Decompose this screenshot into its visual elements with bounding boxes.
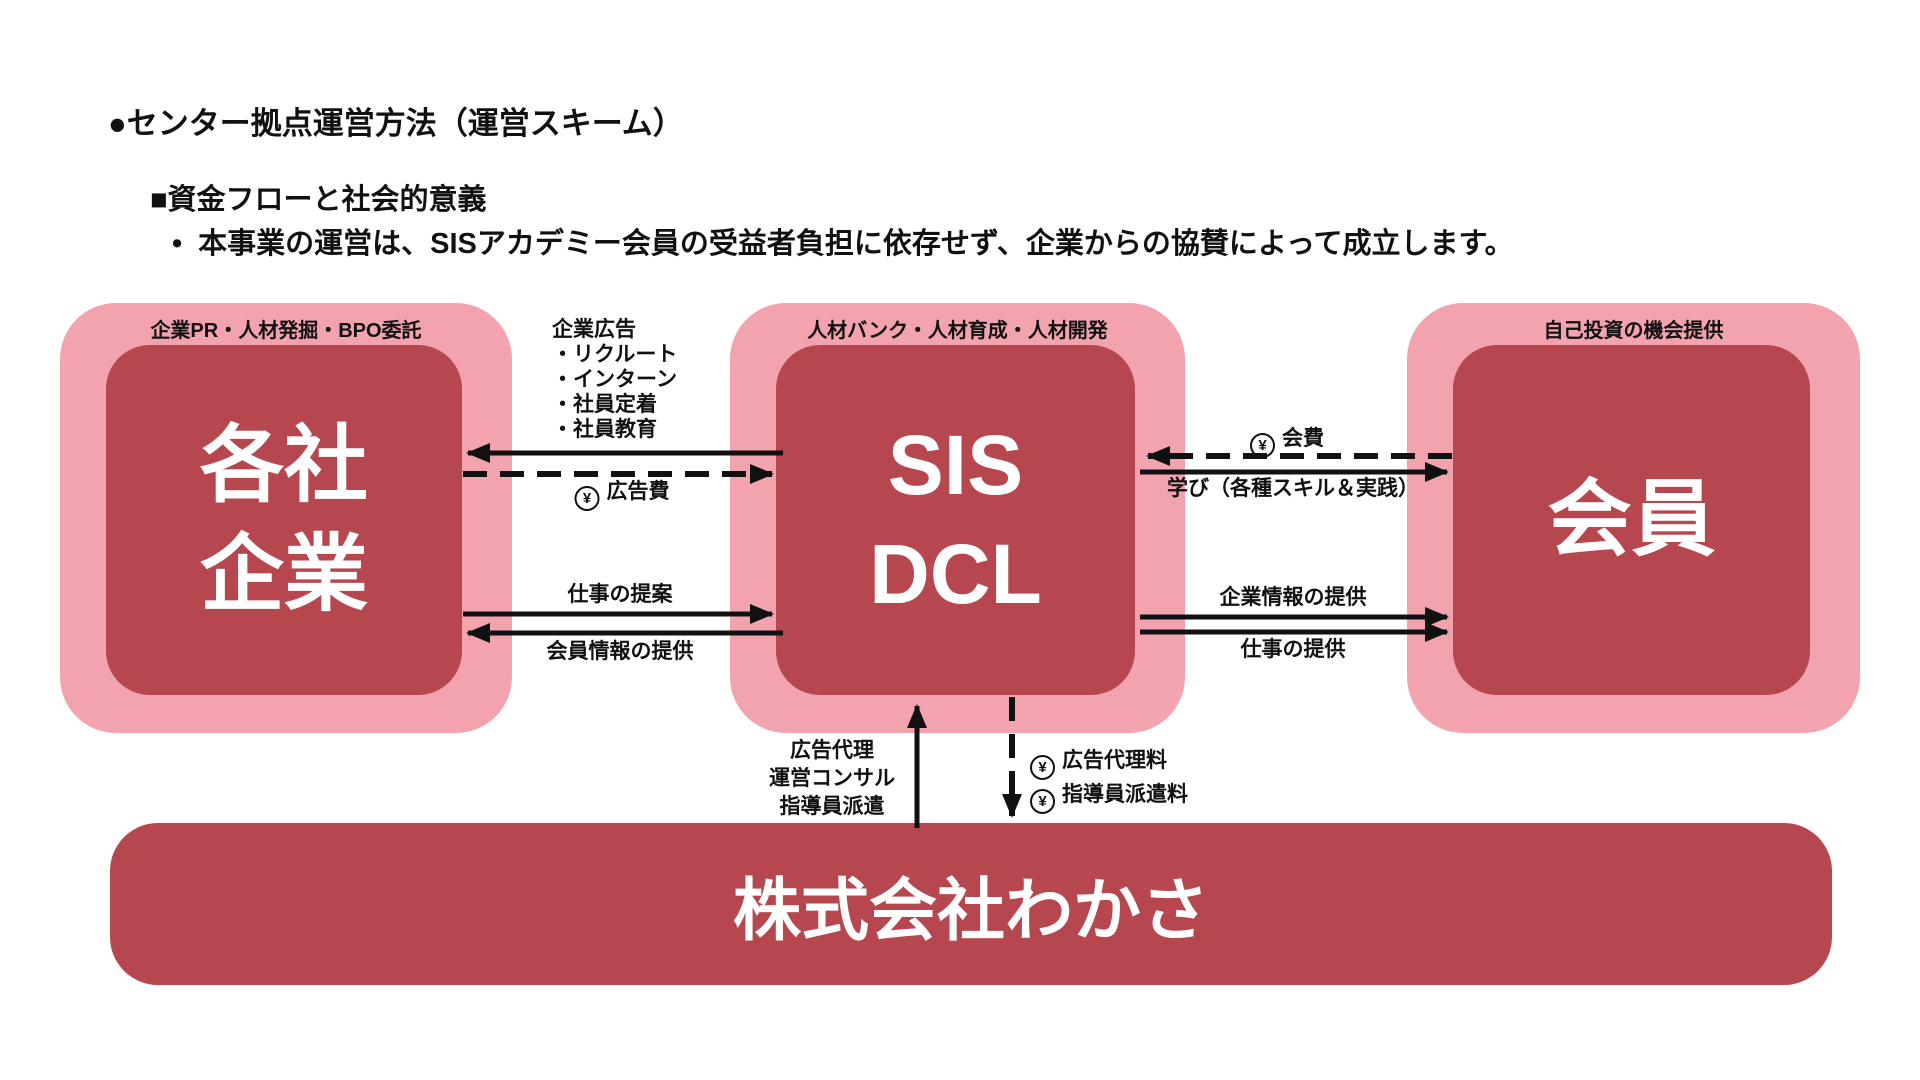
- agency-fee-1-text: 広告代理料: [1062, 749, 1167, 772]
- members-box: 自己投資の機会提供 会員: [1407, 303, 1860, 733]
- sis-title-line1: SIS: [887, 417, 1024, 512]
- membership-fee-label: ¥ 会費: [1250, 426, 1324, 458]
- bullet-icon: •: [172, 228, 183, 260]
- members-box-tag: 自己投資の機会提供: [1543, 320, 1724, 342]
- agency-fee-2: ¥ 指導員派遣料: [1030, 780, 1188, 814]
- corporate-ad-label-block: 企業広告 ・リクルート ・インターン ・社員定着 ・社員教育: [552, 317, 677, 442]
- yen-circle-icon: ¥: [1250, 433, 1275, 458]
- companies-box: 企業PR・人材発掘・BPO委託 各社 企業: [60, 303, 512, 733]
- company-info-label: 企業情報の提供: [1219, 586, 1367, 609]
- companies-box-core: 各社 企業: [106, 345, 462, 695]
- bullet-line: • 本事業の運営は、SISアカデミー会員の受益者負担に依存せず、企業からの協賛によ…: [172, 220, 1514, 262]
- page-title: ●センター拠点運営方法（運営スキーム）: [108, 106, 684, 141]
- yen-circle-icon: ¥: [574, 486, 600, 511]
- corporate-ad-item-4: ・社員教育: [552, 418, 657, 441]
- wakasa-bar-label: 株式会社わかさ: [732, 872, 1209, 949]
- companies-title-line2: 企業: [199, 527, 368, 621]
- sis-dcl-box-core: SIS DCL: [776, 345, 1135, 695]
- agency-services-label-block: 広告代理 運営コンサル 指導員派遣: [769, 737, 895, 821]
- agency-fee-2-text: 指導員派遣料: [1062, 783, 1188, 806]
- member-info-label: 会員情報の提供: [546, 640, 694, 663]
- bullet-text: 本事業の運営は、SISアカデミー会員の受益者負担に依存せず、企業からの協賛によっ…: [198, 228, 1514, 260]
- corporate-ad-item-1: ・リクルート: [552, 343, 678, 366]
- ad-fee-label: ¥ 広告費: [574, 479, 670, 511]
- companies-box-title: 各社 企業: [200, 411, 368, 629]
- members-box-core: 会員: [1453, 345, 1810, 695]
- job-proposal-label: 仕事の提案: [567, 583, 673, 606]
- corporate-ad-title: 企業広告: [552, 318, 636, 341]
- sis-dcl-box-tag: 人材バンク・人材育成・人材開発: [807, 320, 1108, 342]
- companies-title-line1: 各社: [199, 417, 368, 512]
- learning-label: 学び（各種スキル＆実践）: [1167, 477, 1419, 500]
- corporate-ad-item-2: ・インターン: [552, 368, 677, 391]
- yen-circle-icon: ¥: [1030, 755, 1055, 780]
- sis-dcl-box-title: SIS DCL: [869, 411, 1042, 629]
- ad-fee-text: 広告費: [606, 480, 670, 503]
- job-offer-label: 仕事の提供: [1240, 638, 1346, 661]
- yen-circle-icon: ¥: [1030, 789, 1055, 814]
- membership-fee-text: 会費: [1282, 427, 1324, 450]
- agency-service-3: 指導員派遣: [779, 795, 885, 818]
- agency-service-2: 運営コンサル: [769, 767, 895, 790]
- sis-dcl-box: 人材バンク・人材育成・人材開発 SIS DCL: [730, 303, 1185, 733]
- wakasa-bar: 株式会社わかさ: [110, 823, 1832, 985]
- sis-title-line2: DCL: [869, 527, 1042, 621]
- corporate-ad-item-3: ・社員定着: [552, 393, 657, 416]
- section-heading: ■資金フローと社会的意義: [150, 184, 487, 216]
- agency-fees-label-block: ¥ 広告代理料 ¥ 指導員派遣料: [1030, 746, 1188, 814]
- members-box-title: 会員: [1547, 472, 1716, 567]
- agency-fee-1: ¥ 広告代理料: [1030, 746, 1188, 780]
- agency-service-1: 広告代理: [790, 739, 874, 762]
- companies-box-tag: 企業PR・人材発掘・BPO委託: [150, 320, 422, 342]
